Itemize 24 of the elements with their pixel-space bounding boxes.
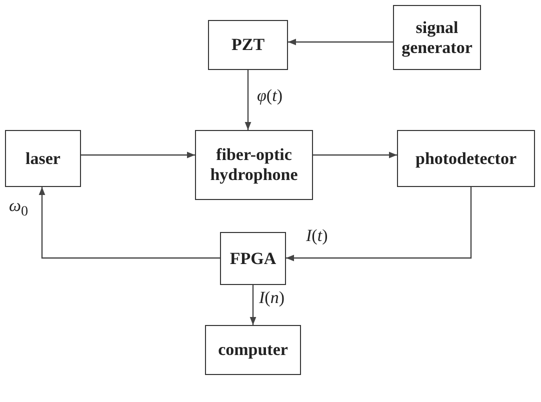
arrow bbox=[250, 285, 256, 325]
arrow bbox=[81, 152, 195, 158]
block-label: signal generator bbox=[400, 18, 474, 58]
edge-label: I(t) bbox=[305, 226, 329, 246]
arrow bbox=[38, 187, 220, 259]
arrow bbox=[313, 152, 397, 158]
block-label: PZT bbox=[231, 35, 265, 55]
block-box bbox=[393, 5, 481, 70]
arrow bbox=[244, 70, 252, 130]
block-box bbox=[208, 20, 288, 70]
block-label: laser bbox=[26, 148, 60, 168]
block-box bbox=[5, 130, 81, 187]
block-label: computer bbox=[218, 340, 288, 360]
block-box bbox=[195, 130, 313, 200]
arrow bbox=[286, 187, 472, 262]
block-label: FPGA bbox=[230, 248, 276, 268]
edge-label: φ(t) bbox=[256, 86, 284, 106]
block-box bbox=[220, 232, 286, 285]
edge-label: I(n) bbox=[258, 288, 286, 308]
block-box bbox=[205, 325, 301, 375]
arrow bbox=[288, 38, 393, 46]
block-box bbox=[397, 130, 535, 187]
block-label: photodetector bbox=[415, 148, 517, 168]
block-label: fiber-optic hydrophone bbox=[209, 145, 299, 185]
